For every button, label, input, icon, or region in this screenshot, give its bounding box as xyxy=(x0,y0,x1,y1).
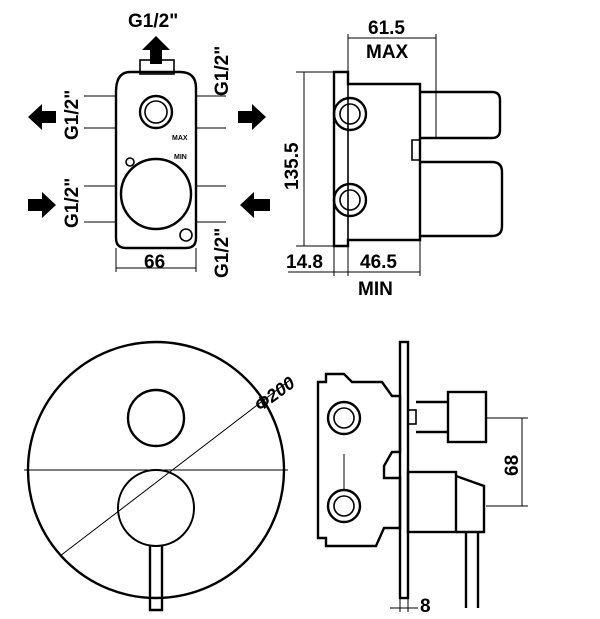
body-front-view xyxy=(84,59,226,272)
arrow-right-icon xyxy=(28,192,56,218)
plate-front-view xyxy=(24,340,291,612)
label-g-right-top: G1/2" xyxy=(212,46,233,96)
label-max: MAX xyxy=(366,42,409,63)
arrow-left-icon xyxy=(240,192,270,218)
label-dim-61-5: 61.5 xyxy=(368,18,405,39)
label-diameter: Φ200 xyxy=(251,373,299,416)
label-min-mark: MIN xyxy=(174,154,187,161)
label-dim-135-5: 135.5 xyxy=(282,142,303,190)
label-g-top: G1/2" xyxy=(128,11,178,32)
label-dim-46-5: 46.5 xyxy=(360,252,397,273)
label-min: MIN xyxy=(358,279,393,300)
arrow-up-icon xyxy=(142,36,170,64)
label-dim-68: 68 xyxy=(502,455,523,476)
label-dim-8: 8 xyxy=(420,596,431,617)
label-dim-66: 66 xyxy=(144,252,165,273)
label-g-left-upper: G1/2" xyxy=(62,90,83,140)
arrow-left-icon xyxy=(28,104,56,130)
arrow-right-icon xyxy=(238,104,266,130)
plate-side-view xyxy=(316,340,528,612)
flow-arrows xyxy=(28,36,270,218)
label-g-right-bottom: G1/2" xyxy=(212,228,233,278)
label-max-mark: MAX xyxy=(172,135,188,142)
body-side-view xyxy=(288,34,504,276)
label-dim-14-8: 14.8 xyxy=(286,252,323,273)
label-g-left-lower: G1/2" xyxy=(62,178,83,228)
